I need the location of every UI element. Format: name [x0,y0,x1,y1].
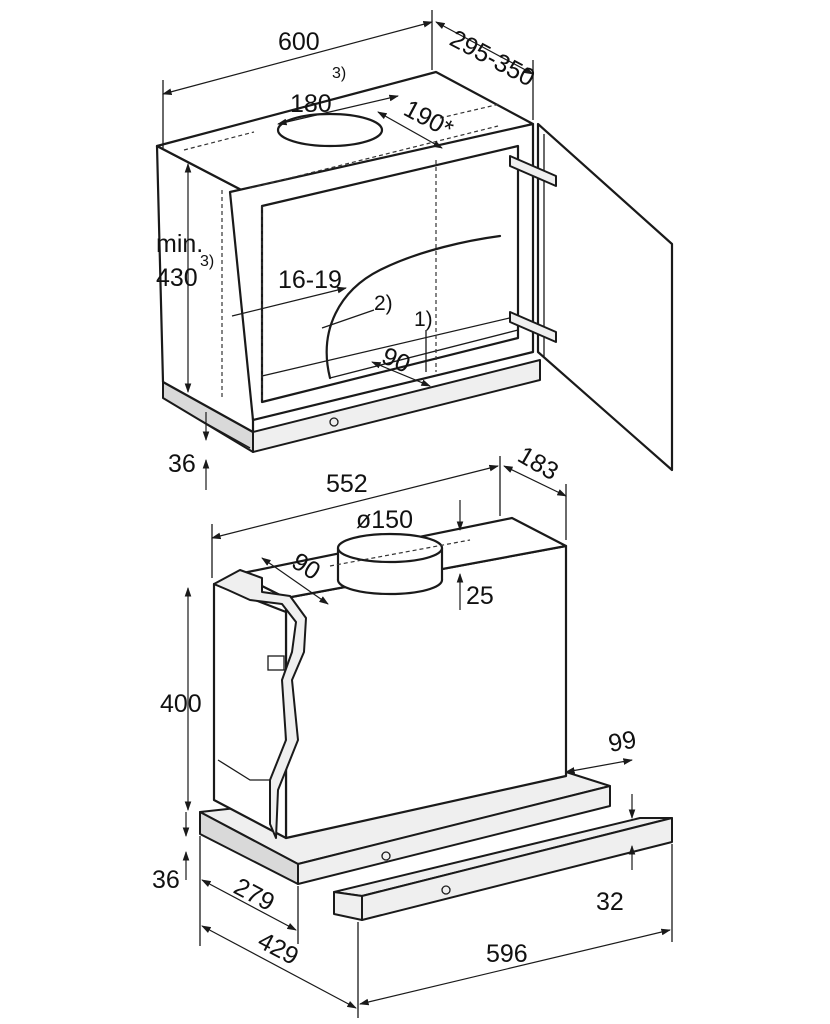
label-279: 279 [229,873,279,917]
dim-line-183 [503,465,567,497]
hinge-upper [509,155,557,187]
label-16-19: 16-19 [278,266,342,294]
cabinet-inner-floor-2 [329,329,519,379]
label-596: 596 [486,940,528,968]
label-430-note: 3) [200,253,214,270]
dim-line-90-top [371,361,431,387]
leader-2 [321,309,375,329]
dim-line-600 [162,20,433,96]
front-panel-dot [441,885,451,895]
hood-unit: 552 183 ø150 90 25 400 99 36 32 279 [152,441,673,1018]
dim-line-180 [277,94,399,126]
cabinet-door [536,122,674,472]
hinge-lower [509,311,557,343]
hood-base-face [297,785,611,885]
duct-opening-top [276,112,384,148]
bracket-notch [217,759,270,781]
dim-line-596 [359,928,671,1006]
dim-line-16-19 [231,286,347,317]
front-strip-dot [329,417,339,427]
dim-line-279 [201,879,297,931]
dash-top [249,125,499,189]
label-600: 600 [278,28,320,56]
dim-line-552 [211,464,499,540]
label-295-350: 295-350 [445,25,539,93]
hood-base-dot [381,851,391,861]
label-552: 552 [326,470,368,498]
label-180-note: 3) [332,65,346,82]
label-183: 183 [513,441,563,486]
label-400: 400 [160,690,202,718]
label-min: min. [156,230,203,258]
dim-line-90 [261,557,329,605]
cabinet-inner-floor [261,315,519,377]
front-panel-face [333,891,363,921]
cutout-curve [325,234,502,380]
cabinet-inner-opening [260,144,520,404]
label-150: ø150 [356,506,413,534]
label-36-top: 36 [168,450,196,478]
label-36-bottom: 36 [152,866,180,894]
label-430: 430 [156,264,198,292]
dim-line-depth [435,21,534,75]
label-25: 25 [466,582,494,610]
label-ref-2: 2) [374,292,393,315]
dash-top-2 [183,131,255,151]
bracket-slot [267,655,285,671]
dim-line-99 [565,758,633,774]
label-429: 429 [253,927,303,971]
front-panel-front [361,817,673,921]
dim-line-429 [201,925,357,1009]
dash-top-3 [439,103,501,119]
label-ref-1: 1) [414,308,433,331]
label-99: 99 [606,726,638,758]
hood-front-strip [252,359,541,453]
ext-line-36-top [199,419,251,449]
dim-line-190 [377,111,443,149]
label-180: 180 [290,90,332,118]
label-32: 32 [596,888,624,916]
duct-axis [329,539,471,567]
wall-cabinet: 600 295-350 180 3) 190* min. 430 3) 16-1… [155,10,674,490]
